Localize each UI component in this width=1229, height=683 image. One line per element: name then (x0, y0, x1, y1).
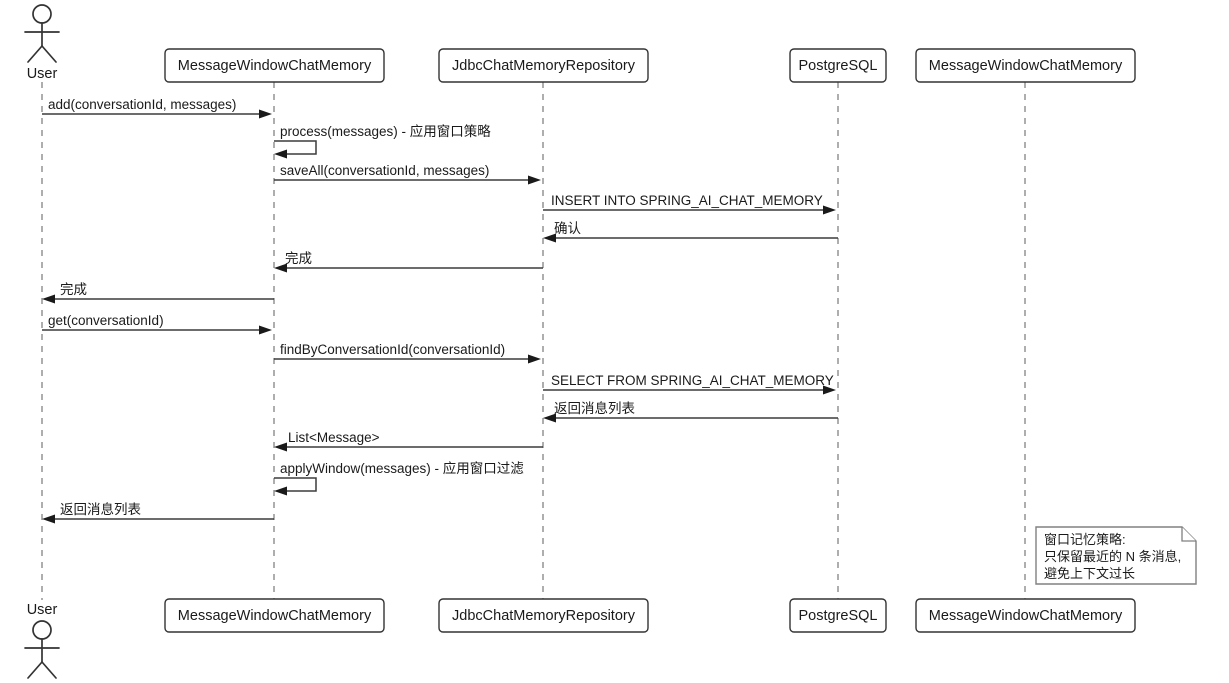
actor-head-icon (32, 620, 52, 640)
arrowhead-right-icon (823, 385, 836, 395)
message-label: get(conversationId) (48, 313, 164, 328)
participant-label: JdbcChatMemoryRepository (452, 58, 636, 74)
actor-leg-right-icon (41, 661, 57, 679)
message-process-messages-self[interactable]: process(messages) - 应用窗口策略 (274, 123, 491, 159)
message-select-from-spring-ai-chat-memory[interactable]: SELECT FROM SPRING_AI_CHAT_MEMORY (543, 373, 836, 395)
participant-rect (438, 598, 649, 633)
participant-rect (915, 598, 1136, 633)
participant-label: MessageWindowChatMemory (929, 58, 1123, 74)
message-label: 返回消息列表 (60, 501, 141, 517)
message-insert-into-spring-ai-chat-memory[interactable]: INSERT INTO SPRING_AI_CHAT_MEMORY (543, 193, 836, 215)
arrowhead-left-icon (543, 233, 556, 243)
arrowhead-left-icon (543, 413, 556, 423)
lifelines-group (41, 82, 1026, 600)
participant-box-messagewindowchatmemory-right-bottom[interactable]: MessageWindowChatMemory (915, 598, 1136, 633)
participant-rect (164, 598, 385, 633)
arrowhead-left-icon (42, 514, 55, 524)
participant-box-postgresql-bottom[interactable]: PostgreSQL (789, 598, 887, 633)
message-label: process(messages) - 应用窗口策略 (280, 123, 491, 139)
message-label: applyWindow(messages) - 应用窗口过滤 (280, 460, 524, 476)
message-label: add(conversationId, messages) (48, 97, 236, 112)
arrowhead-left-icon (274, 442, 287, 452)
message-label: 完成 (60, 282, 87, 297)
participant-box-jdbcchatmemoryrepository-bottom[interactable]: JdbcChatMemoryRepository (438, 598, 649, 633)
message-wancheng-done-to-memory[interactable]: 完成 (274, 251, 543, 273)
participant-rect (164, 48, 385, 83)
message-applywindow-messages-self[interactable]: applyWindow(messages) - 应用窗口过滤 (274, 460, 524, 496)
note-line-1: 窗口记忆策略: (1044, 532, 1126, 547)
participant-label: MessageWindowChatMemory (929, 608, 1123, 624)
participant-label: PostgreSQL (799, 608, 878, 624)
message-add-conversationid-messages[interactable]: add(conversationId, messages) (42, 97, 272, 119)
arrowhead-right-icon (528, 175, 541, 185)
message-label: 确认 (554, 221, 582, 236)
note-fold-corner-icon (1181, 527, 1196, 542)
message-queren-confirm[interactable]: 确认 (543, 221, 838, 243)
participant-box-messagewindowchatmemory-right-top[interactable]: MessageWindowChatMemory (915, 48, 1136, 83)
message-label: INSERT INTO SPRING_AI_CHAT_MEMORY (551, 193, 823, 208)
message-list-message[interactable]: List<Message> (274, 430, 543, 452)
participant-label: MessageWindowChatMemory (178, 58, 372, 74)
arrowhead-left-icon (274, 263, 287, 273)
participant-rect (915, 48, 1136, 83)
message-self-loop-line (274, 140, 317, 155)
message-self-loop-line (274, 477, 317, 492)
actor-label-user-top: User (27, 66, 58, 82)
actor-leg-left-icon (27, 661, 43, 679)
actor-label-user-bottom: User (27, 602, 58, 618)
message-label: 完成 (285, 251, 312, 266)
message-label: findByConversationId(conversationId) (280, 342, 505, 357)
arrowhead-left-icon (274, 149, 287, 159)
participant-box-jdbcchatmemoryrepository-top[interactable]: JdbcChatMemoryRepository (438, 48, 649, 83)
note-window-memory-policy[interactable]: 窗口记忆策略: 只保留最近的 N 条消息, 避免上下文过长 (1035, 526, 1197, 585)
participant-rect (438, 48, 649, 83)
participant-rect (789, 48, 887, 83)
message-label: List<Message> (288, 430, 380, 445)
arrowhead-left-icon (274, 486, 287, 496)
message-get-conversationid[interactable]: get(conversationId) (42, 313, 272, 335)
participant-box-postgresql-top[interactable]: PostgreSQL (789, 48, 887, 83)
actor-leg-right-icon (41, 45, 57, 63)
participant-label: MessageWindowChatMemory (178, 608, 372, 624)
note-line-3: 避免上下文过长 (1044, 566, 1135, 581)
message-label: 返回消息列表 (554, 400, 635, 416)
message-saveall-conversationid-messages[interactable]: saveAll(conversationId, messages) (274, 163, 541, 185)
participant-box-messagewindowchatmemory-bottom[interactable]: MessageWindowChatMemory (164, 598, 385, 633)
arrowhead-left-icon (42, 294, 55, 304)
note-line-2: 只保留最近的 N 条消息, (1044, 549, 1181, 564)
message-fanhui-xiaoxi-liebiao-to-repo[interactable]: 返回消息列表 (543, 400, 838, 423)
participant-label: JdbcChatMemoryRepository (452, 608, 636, 624)
message-label: SELECT FROM SPRING_AI_CHAT_MEMORY (551, 373, 834, 388)
message-label: saveAll(conversationId, messages) (280, 163, 489, 178)
arrowhead-right-icon (259, 109, 272, 119)
participant-label: PostgreSQL (799, 58, 878, 74)
actor-leg-left-icon (27, 45, 43, 63)
arrowhead-right-icon (823, 205, 836, 215)
arrowhead-right-icon (528, 354, 541, 364)
participant-rect (789, 598, 887, 633)
message-findbyconversationid[interactable]: findByConversationId(conversationId) (274, 342, 541, 364)
note-rect (1035, 526, 1197, 585)
actor-user-bottom[interactable]: User (24, 602, 60, 679)
arrowhead-right-icon (259, 325, 272, 335)
participant-box-messagewindowchatmemory-top[interactable]: MessageWindowChatMemory (164, 48, 385, 83)
message-fanhui-xiaoxi-liebiao-to-user[interactable]: 返回消息列表 (42, 501, 274, 524)
actor-user-top[interactable]: User (24, 4, 60, 82)
message-wancheng-done-to-user[interactable]: 完成 (42, 282, 274, 304)
actor-head-icon (32, 4, 52, 24)
